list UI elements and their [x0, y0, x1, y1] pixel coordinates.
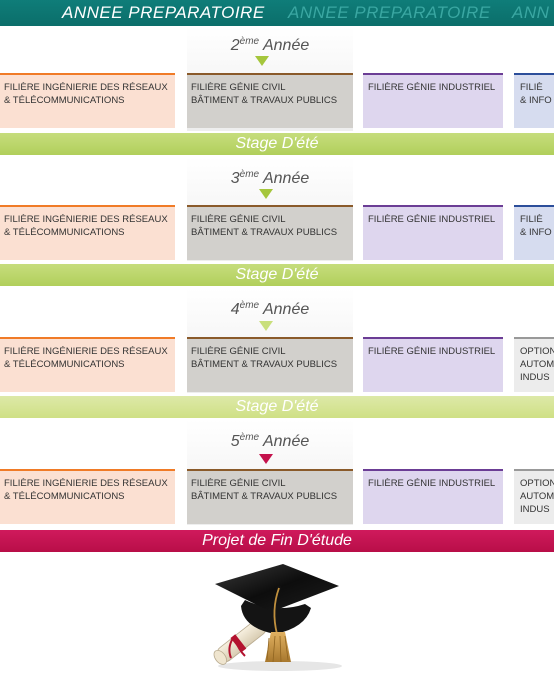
banner-title-repeat: ANNEE PREPARATOIRE: [288, 3, 491, 22]
arrow-down-icon: [259, 321, 273, 331]
arrow-down-icon: [259, 189, 273, 199]
stage-ete-banner: Stage D'été: [0, 264, 554, 286]
arrow-down-icon: [259, 454, 273, 464]
row-reseaux-telecom[interactable]: FILIÈRE INGÉNIERIE DES RÉSEAUX& TÉLÉCOMM…: [0, 337, 175, 392]
graduation-cap-diploma-icon: [213, 564, 342, 671]
row-reseaux-telecom[interactable]: FILIÈRE INGÉNIERIE DES RÉSEAUX& TÉLÉCOMM…: [0, 73, 175, 128]
arrow-down-icon: [255, 56, 269, 66]
row-reseaux-telecom[interactable]: FILIÈRE INGÉNIERIE DES RÉSEAUX& TÉLÉCOMM…: [0, 205, 175, 260]
row-informatique[interactable]: FILIÈ& INFO: [514, 205, 554, 260]
banner-title-partial: ANN: [512, 3, 550, 22]
banner-title: ANNEE PREPARATOIRE: [62, 3, 265, 22]
row-informatique[interactable]: FILIÈ& INFO: [514, 73, 554, 128]
year-title-2: 2ème Année: [230, 36, 310, 54]
row-genie-industriel[interactable]: FILIÈRE GÉNIE INDUSTRIEL: [363, 73, 503, 128]
year-title-5: 5ème Année: [230, 432, 310, 450]
row-genie-industriel[interactable]: FILIÈRE GÉNIE INDUSTRIEL: [363, 337, 503, 392]
year-title-4: 4ème Année: [230, 300, 310, 318]
row-genie-industriel[interactable]: FILIÈRE GÉNIE INDUSTRIEL: [363, 205, 503, 260]
row-genie-industriel[interactable]: FILIÈRE GÉNIE INDUSTRIEL: [363, 469, 503, 524]
top-banner: ANNEE PREPARATOIRE ANNEE PREPARATOIRE AN…: [0, 0, 554, 26]
year-title-3: 3ème Année: [230, 169, 310, 187]
stage-ete-banner: Stage D'été: [0, 396, 554, 418]
projet-fin-etude-banner: Projet de Fin D'étude: [0, 530, 554, 552]
stage-ete-banner: Stage D'été: [0, 133, 554, 155]
row-reseaux-telecom[interactable]: FILIÈRE INGÉNIERIE DES RÉSEAUX& TÉLÉCOMM…: [0, 469, 175, 524]
